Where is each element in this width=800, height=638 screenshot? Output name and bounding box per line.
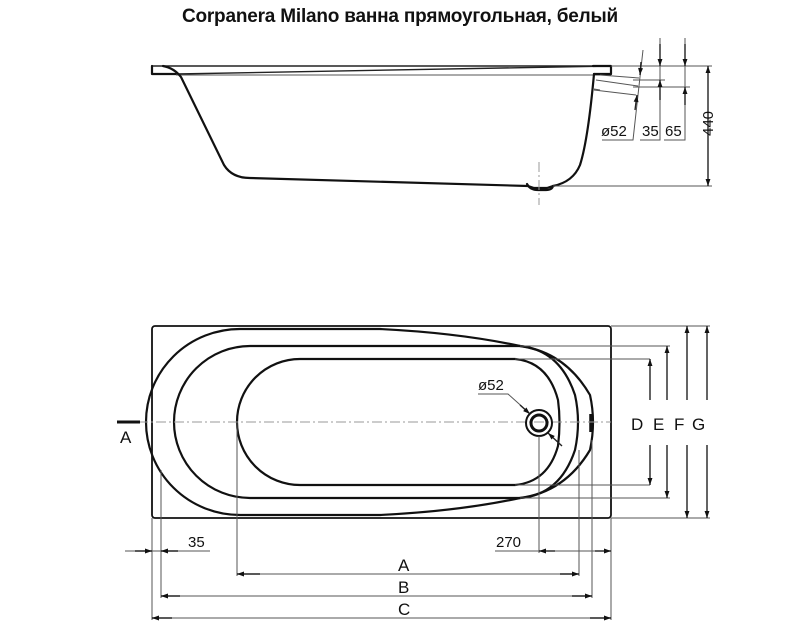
plan-view: A ø52 D E F G 35 (117, 325, 710, 621)
drawing-title: Corpanera Milano ванна прямоугольная, бе… (181, 6, 619, 27)
section-marker-label: A (120, 428, 132, 447)
drain-diameter-label: ø52 (478, 377, 504, 394)
length-label-c: C (398, 600, 410, 619)
overflow-diameter-label: ø52 (601, 123, 627, 140)
overflow-offset-35-label: 35 (642, 123, 659, 140)
edge-offset-35-label: 35 (188, 534, 205, 551)
width-label-e: E (653, 415, 664, 434)
rim-left-lip (150, 64, 178, 76)
side-view: ø52 35 65 440 (150, 38, 717, 205)
width-label-f: F (674, 415, 684, 434)
rim-right-lip (591, 64, 613, 76)
length-label-a: A (398, 556, 410, 575)
width-label-d: D (631, 415, 643, 434)
overflow-offset-65-label: 65 (665, 123, 682, 140)
width-label-g: G (692, 415, 705, 434)
drain-offset-270-label: 270 (496, 534, 521, 551)
tub-body-profile (161, 64, 596, 190)
height-440-label: 440 (700, 111, 717, 136)
middle-basin-contour (172, 344, 580, 500)
length-label-b: B (398, 578, 409, 597)
